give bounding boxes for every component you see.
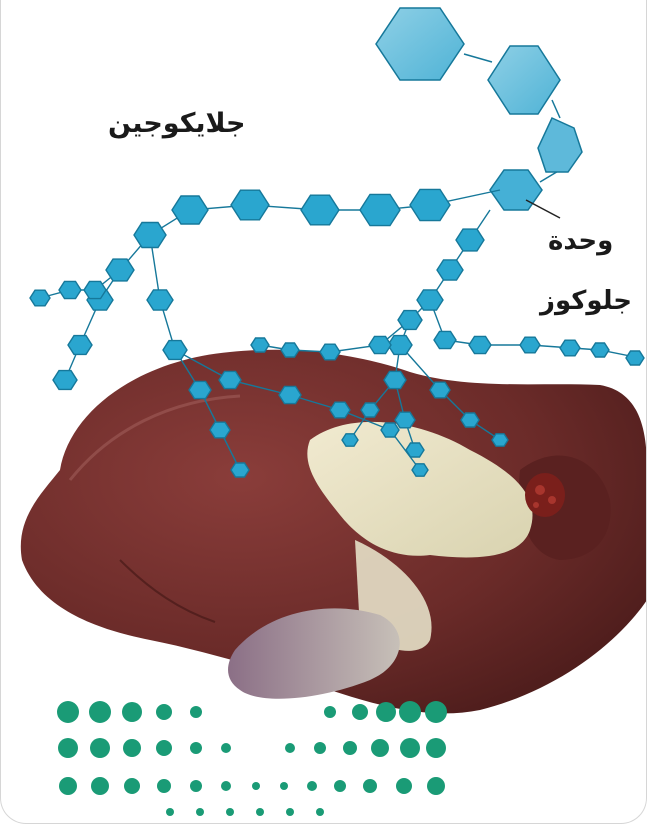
glucose-unit-hexagon bbox=[398, 311, 422, 330]
glucose-unit-hexagon bbox=[106, 259, 134, 281]
glucose-unit-hexagon bbox=[147, 290, 173, 310]
logo-dot bbox=[286, 808, 294, 816]
logo-dot bbox=[157, 779, 171, 793]
glucose-unit-hexagon bbox=[395, 412, 415, 428]
logo-dot bbox=[156, 704, 172, 720]
logo-dot bbox=[256, 808, 264, 816]
glucose-unit-hexagon bbox=[30, 290, 50, 306]
logo-dot bbox=[363, 779, 377, 793]
glucose-unit-hexagon bbox=[417, 290, 443, 310]
logo-dot bbox=[221, 743, 231, 753]
logo-dot bbox=[226, 808, 234, 816]
logo-dot bbox=[91, 777, 109, 795]
glucose-unit-hexagon bbox=[591, 343, 609, 357]
logo-dot bbox=[285, 743, 295, 753]
glucose-unit-hexagon bbox=[406, 443, 424, 457]
logo-dot bbox=[123, 739, 141, 757]
logo-dot bbox=[352, 704, 368, 720]
logo-dot bbox=[89, 701, 111, 723]
logo-dot bbox=[196, 808, 204, 816]
glucose-unit-hexagon bbox=[488, 46, 560, 114]
glucose-unit-hexagon bbox=[410, 189, 450, 220]
glucose-unit-hexagon bbox=[492, 434, 508, 446]
logo-dot bbox=[124, 778, 140, 794]
glucose-unit-hexagon bbox=[384, 371, 406, 388]
glucose-unit-hexagon bbox=[53, 371, 77, 390]
glucose-unit-hexagon bbox=[361, 403, 379, 417]
glucose-unit-hexagon bbox=[461, 413, 479, 427]
glucose-unit-hexagon bbox=[172, 196, 208, 224]
glucose-unit-hexagon bbox=[163, 341, 187, 360]
glucose-unit-hexagon bbox=[437, 260, 463, 280]
logo-dot bbox=[280, 782, 288, 790]
logo-dot bbox=[252, 782, 260, 790]
logo-dot bbox=[57, 701, 79, 723]
logo-dot bbox=[221, 781, 231, 791]
glucose-unit-hexagon bbox=[360, 194, 400, 225]
glucose-unit-hexagon bbox=[520, 337, 540, 353]
glucose-unit-pointer bbox=[526, 200, 560, 218]
glucose-unit-hexagon bbox=[376, 8, 464, 80]
logo-dot bbox=[190, 780, 202, 792]
glucose-unit-hexagon bbox=[430, 382, 450, 398]
liver-vessel bbox=[525, 473, 565, 517]
dot-pattern-logo bbox=[57, 701, 447, 816]
glucose-unit-hexagon bbox=[560, 340, 580, 356]
logo-dot bbox=[316, 808, 324, 816]
glucose-unit-hexagon bbox=[279, 386, 301, 403]
glucose-unit-label-line2: جلوكوز bbox=[540, 286, 632, 316]
logo-dot bbox=[396, 778, 412, 794]
glucose-unit-hexagon bbox=[134, 223, 166, 248]
logo-dot bbox=[307, 781, 317, 791]
glycogen-label: جلايكوجين bbox=[108, 108, 246, 139]
logo-dot bbox=[190, 706, 202, 718]
logo-dot bbox=[426, 738, 446, 758]
glucose-unit-hexagon bbox=[231, 463, 249, 477]
glucose-unit-hexagon bbox=[84, 281, 106, 298]
glucose-unit-hexagon bbox=[469, 336, 491, 353]
logo-dot bbox=[427, 777, 445, 795]
glucose-unit-hexagon bbox=[342, 434, 358, 446]
glucose-unit-hexagon bbox=[301, 195, 339, 225]
glucose-unit-hexagon bbox=[219, 371, 241, 388]
glucose-unit-hexagon bbox=[189, 381, 211, 398]
glucose-unit-hexagon bbox=[281, 343, 299, 357]
logo-dot bbox=[122, 702, 142, 722]
glucose-unit-hexagon bbox=[538, 118, 582, 172]
glucose-unit-hexagon bbox=[251, 338, 269, 352]
logo-dot bbox=[324, 706, 336, 718]
logo-dot bbox=[190, 742, 202, 754]
logo-dot bbox=[58, 738, 78, 758]
glucose-unit-hexagon bbox=[231, 190, 269, 220]
logo-dot bbox=[376, 702, 396, 722]
glucose-chain-zoom bbox=[376, 8, 582, 210]
glucose-unit-hexagon bbox=[68, 336, 92, 355]
glucose-unit-hexagon bbox=[210, 422, 230, 438]
logo-dot bbox=[59, 777, 77, 795]
logo-dot bbox=[371, 739, 389, 757]
glucose-unit-hexagon bbox=[381, 423, 399, 437]
logo-dot bbox=[156, 740, 172, 756]
glucose-unit-hexagon bbox=[330, 402, 350, 418]
logo-dot bbox=[90, 738, 110, 758]
glucose-unit-hexagon bbox=[412, 464, 428, 476]
logo-dot bbox=[399, 701, 421, 723]
logo-dot bbox=[314, 742, 326, 754]
logo-dot bbox=[343, 741, 357, 755]
glucose-unit-hexagon bbox=[59, 281, 81, 298]
glucose-unit-hexagon bbox=[456, 229, 484, 251]
logo-dot bbox=[425, 701, 447, 723]
logo-dot bbox=[400, 738, 420, 758]
logo-dot bbox=[334, 780, 346, 792]
glucose-unit-label-line1: وحدة bbox=[548, 226, 613, 256]
glucose-unit-hexagon bbox=[434, 331, 456, 348]
glucose-unit-hexagon bbox=[626, 351, 644, 365]
logo-dot bbox=[166, 808, 174, 816]
glucose-unit-hexagon bbox=[369, 336, 391, 353]
glucose-unit-hexagon bbox=[320, 344, 340, 360]
